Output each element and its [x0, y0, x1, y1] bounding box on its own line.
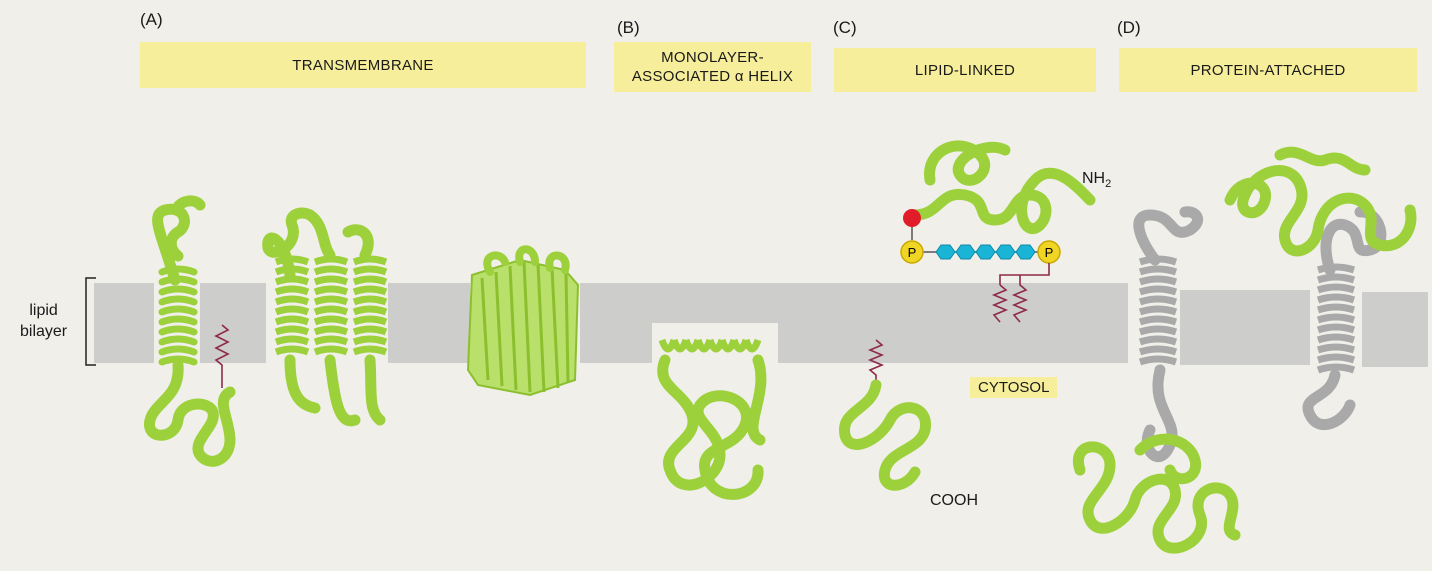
panel-a-letter: (A) [140, 10, 163, 29]
bilayer-segment [200, 283, 266, 363]
bilayer-segment [388, 283, 470, 363]
monolayer-helix-protein [657, 354, 767, 500]
attached-ext-loop2 [1274, 146, 1371, 176]
loop-2 [304, 209, 336, 261]
lipid-anchor-a [214, 324, 230, 388]
oligosaccharide-chain [922, 244, 1040, 260]
attached-protein-cytosolic [1072, 433, 1241, 554]
sugar-unit [955, 244, 976, 260]
loop-4 [342, 224, 374, 261]
panel-c-title: LIPID-LINKED [834, 48, 1096, 92]
bilayer-segment [580, 283, 1128, 323]
multipass-protein [262, 207, 386, 427]
panel-c-letter: (C) [833, 18, 857, 37]
protein-loop-c [839, 379, 931, 491]
protein-loop-c-ext2 [924, 140, 1011, 186]
phosphate-left-label: P [908, 245, 917, 260]
helix-2 [313, 255, 349, 356]
lipid-bilayer-label-line2: bilayer [20, 323, 68, 340]
loop-3 [324, 354, 361, 427]
sugar-unit [995, 244, 1016, 260]
loop-5 [284, 354, 321, 414]
gray-loop-ext [1133, 206, 1204, 266]
bilayer-segment [1180, 290, 1310, 365]
gray-loop-cyt-r [1302, 369, 1356, 431]
gpi-lipid-tails [991, 263, 1050, 323]
panel-a-title: TRANSMEMBRANE [140, 42, 586, 88]
nh2-label-subscript: 2 [1105, 178, 1112, 191]
bilayer-segment [580, 323, 652, 363]
terminal-sugar-icon [903, 209, 921, 227]
panel-d-title: PROTEIN-ATTACHED [1119, 48, 1417, 92]
gray-helix-left [1138, 255, 1178, 366]
protein-n-loop [170, 195, 206, 216]
panel-b-letter: (B) [617, 18, 640, 37]
panel-b-title-line2: ASSOCIATED α HELIX [631, 68, 794, 85]
amphipathic-helix [658, 338, 762, 353]
panel-d-letter: (D) [1117, 18, 1141, 37]
lipid-bilayer [94, 283, 1428, 367]
loop-6 [364, 354, 386, 426]
sugar-unit [935, 244, 956, 260]
bilayer-segment [94, 283, 154, 363]
multipass-helices [274, 255, 388, 356]
phosphate-right-label: P [1045, 245, 1054, 260]
single-pass-protein [144, 195, 236, 467]
panel-b-title-line1: MONOLAYER- [661, 49, 764, 66]
attached-loop [1072, 441, 1241, 554]
gray-loop-ext-r [1320, 206, 1387, 276]
cooh-label: COOH [930, 492, 978, 509]
protein-loop-extracellular [152, 203, 190, 286]
cytosol-label: CYTOSOL [970, 377, 1058, 398]
protein-loop-c-ext [909, 167, 1096, 234]
lipid-linked-protein [839, 379, 931, 491]
sugar-unit [1015, 244, 1036, 260]
gray-transmembrane-protein-right [1302, 206, 1387, 431]
attached-ext-loop [1224, 165, 1417, 257]
nh2-label: NH2 [1082, 170, 1111, 190]
attached-protein-extracellular [1224, 146, 1417, 257]
gray-helix-right [1316, 263, 1356, 374]
helix-3 [352, 255, 388, 356]
transmembrane-helix [158, 265, 198, 366]
sugar-unit [975, 244, 996, 260]
panel-b-title: MONOLAYER- ASSOCIATED α HELIX [614, 42, 811, 92]
phosphate-left-icon [900, 240, 924, 264]
bilayer-bracket [85, 277, 96, 366]
lipid-anchor-c [867, 339, 885, 385]
bilayer-segment [778, 323, 1128, 363]
beta-barrel [466, 245, 580, 397]
loop-1 [262, 207, 316, 281]
protein-loop-b2 [747, 354, 767, 446]
protein-loop-cytosolic [144, 359, 236, 467]
attached-loop2 [1134, 433, 1202, 485]
helix-1 [274, 255, 310, 356]
lipid-bilayer-label: lipid bilayer [20, 300, 67, 342]
nh2-label-text: NH [1082, 170, 1106, 187]
bilayer-segment [1362, 292, 1428, 367]
gpi-anchored-protein [909, 140, 1096, 234]
lipid-bilayer-label-line1: lipid [29, 302, 58, 319]
protein-loop-b [657, 354, 764, 500]
